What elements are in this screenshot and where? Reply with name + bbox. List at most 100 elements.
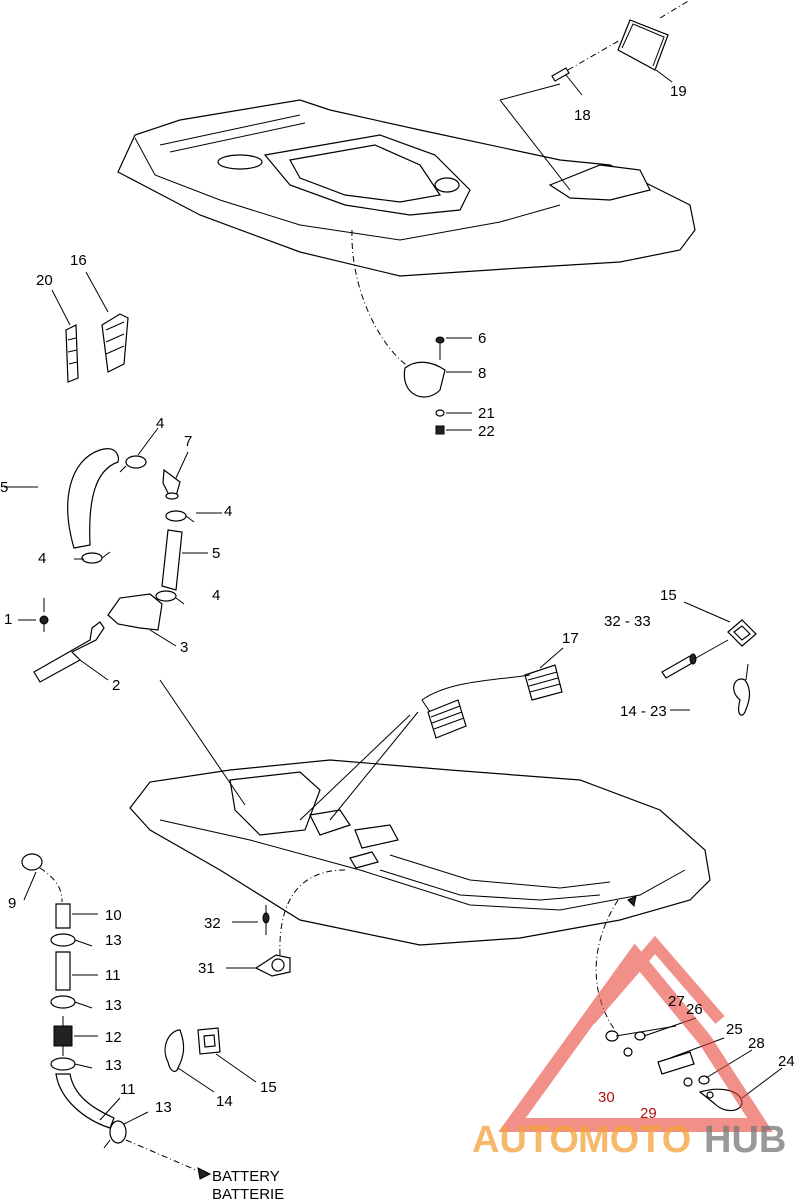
leader-16 [85,271,109,313]
leader-27 [615,1025,677,1037]
part-8-strap [403,361,446,398]
callout-15-right: 15 [660,587,677,604]
leader-17 [539,647,564,669]
leader-9 [23,871,37,901]
deck [117,99,696,277]
callout-32-33: 32 - 33 [604,613,651,630]
batterie-label: BATTERIE [212,1186,284,1203]
callout-4d: 4 [212,587,220,604]
callout-29: 29 [640,1105,657,1122]
callout-17: 17 [562,630,579,647]
callout-4b: 4 [224,503,232,520]
callouts: 1 2 3 4 4 4 4 5 5 6 7 8 9 10 11 11 12 13… [0,83,795,1203]
leader-7 [175,451,189,479]
callout-26: 26 [686,1001,703,1018]
part-22-nut [435,425,445,435]
callout-11b: 11 [120,1081,136,1098]
part-6-screw [435,336,445,360]
part-17-spring-b [427,699,467,739]
part-4-clamp-a [119,455,147,473]
leader-17-hull-b [329,711,419,821]
callout-19: 19 [670,83,687,100]
part-18-rivet [551,67,570,82]
leader-19 [655,69,673,83]
leader-18-deck-b [499,99,571,191]
callout-9: 9 [8,895,16,912]
leader-18 [565,74,583,96]
leader-4a [137,427,159,456]
part-3-cover [107,593,163,631]
callout-14: 14 [216,1093,233,1110]
callout-22: 22 [478,423,495,440]
callout-8: 8 [478,365,486,382]
callout-11a: 11 [105,967,121,984]
leader-18-19 [567,39,621,71]
callout-14-23: 14 - 23 [620,703,667,720]
part-small-bolts [623,1047,714,1099]
leader-14 [177,1067,215,1093]
callout-6: 6 [478,330,486,347]
callout-13c: 13 [105,1057,122,1074]
spring-link [421,674,531,713]
leader-28 [705,1049,753,1079]
callout-15-bottom: 15 [260,1079,277,1096]
automotohub-wordmark: AUTO MOTO HUB [472,1119,786,1161]
part-4-clamp-d [155,590,185,605]
part-31-clamp [254,954,291,977]
leader-20 [51,289,71,326]
leader-2 [79,659,109,681]
leader-hull-24 [595,899,619,1031]
part-5-hose-left [67,448,120,549]
callout-27: 27 [668,993,685,1010]
part-32-33-pin [661,639,729,679]
callout-7: 7 [184,433,192,450]
callout-5a: 5 [0,479,8,496]
part-13-clamp-b [50,995,93,1009]
battery-label: BATTERY [212,1168,280,1185]
callout-13a: 13 [105,932,122,949]
leader-24 [741,1067,783,1099]
part-19-pad [617,19,669,71]
callout-12: 12 [105,1029,122,1046]
callout-25: 25 [726,1021,743,1038]
part-16-clip [101,313,129,373]
callout-18: 18 [574,107,591,124]
leader-9-line [39,867,63,903]
part-21-washer [435,409,445,417]
part-11-hose-a [55,951,71,991]
part-2-bracket [33,621,105,683]
part-5-hose-right [161,529,183,591]
part-4-clamp-c [81,551,111,564]
part-20-clip [65,324,79,383]
battery-arrow [197,1167,212,1180]
callout-3: 3 [180,639,188,656]
leader-18-deck-a [499,83,561,101]
leader-19-top [659,0,691,19]
leader-13d [123,1111,149,1125]
leader-25 [669,1037,725,1059]
part-15-mount [197,1027,221,1055]
leader-31-hull [279,869,346,956]
part-26-washer [634,1031,646,1041]
callout-10: 10 [105,907,122,924]
callout-16: 16 [70,252,87,269]
leader-battery [125,1139,197,1171]
leader-2-hull [159,679,246,806]
automotohub-logo [498,935,773,1132]
part-13-clamp-d [103,1120,127,1149]
part-13-clamp-a [50,933,93,947]
hull [129,759,711,946]
callout-24: 24 [778,1053,795,1070]
part-1-clip [39,598,49,632]
callout-4c: 4 [38,550,46,567]
part-10-fitting [55,903,71,929]
callout-13b: 13 [105,997,122,1014]
leader-15-right [683,601,731,623]
part-32-pin [262,905,270,935]
callout-32: 32 [204,915,221,932]
callout-31: 31 [198,960,215,977]
part-9-cap [21,853,43,871]
callout-28: 28 [748,1035,765,1052]
leader-15 [215,1053,257,1083]
